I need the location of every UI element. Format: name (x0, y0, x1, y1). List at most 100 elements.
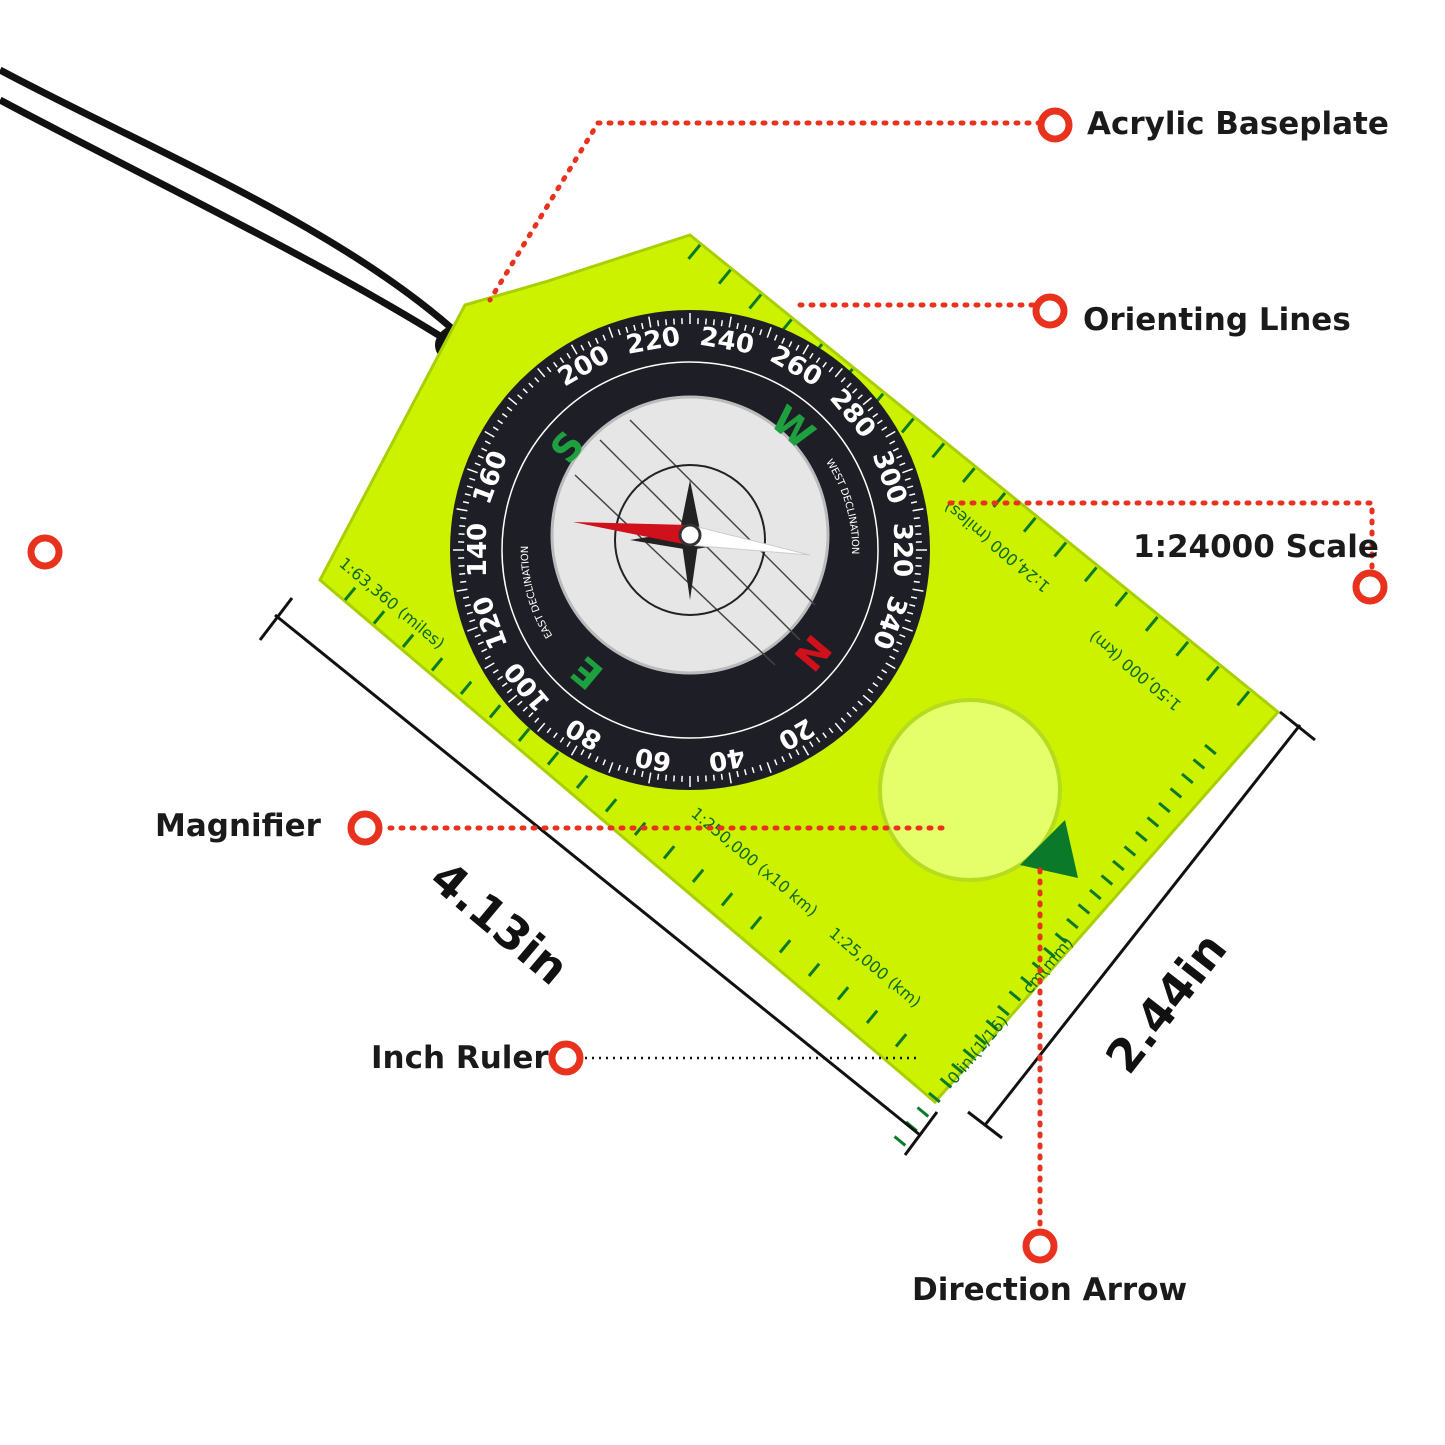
lanyard-cord (0, 66, 473, 348)
scale-tick (430, 657, 444, 672)
bezel-tick (602, 759, 607, 766)
bezel-tick (907, 485, 914, 489)
bezel-tick (559, 736, 565, 743)
bezel-tick (876, 675, 883, 681)
scale-tick (748, 293, 763, 310)
bezel-tick (889, 440, 896, 445)
bezel-tick (907, 611, 914, 615)
bezel-tick (580, 749, 585, 756)
bezel-tick (665, 319, 668, 326)
lanyard-cord (0, 96, 472, 358)
scale-tick (1100, 874, 1114, 886)
label-direction-arrow: Direction Arrow (912, 1272, 1188, 1308)
bezel-tick (648, 316, 652, 328)
label-inch-ruler: Inch Ruler (371, 1040, 549, 1076)
scale-ticks (343, 244, 1251, 1147)
bezel-tick (910, 501, 918, 504)
bezel-tick (507, 694, 518, 703)
bezel-tick (484, 430, 495, 438)
bezel-tick (492, 426, 499, 431)
bezel-tick (728, 316, 732, 328)
bezel-tick (896, 641, 903, 646)
label-magnifier: Magnifier (155, 808, 321, 844)
bezel-tick (617, 764, 621, 771)
bezel-tick (559, 357, 565, 364)
bezel-tick (876, 419, 883, 425)
bezel-tick (885, 662, 896, 670)
bezel-tick (467, 626, 478, 632)
scale-tick (1135, 830, 1148, 843)
bezel-tick (467, 468, 478, 474)
scale-tick (604, 798, 618, 813)
bezel-ticks (453, 313, 927, 787)
scale-tick (1175, 640, 1190, 657)
scale-tick (662, 845, 676, 860)
bezel-tick (872, 413, 879, 418)
bezel-tick (469, 619, 476, 623)
scale-tick (1020, 975, 1033, 988)
bezel-tick (914, 525, 921, 528)
bezel-tick (546, 727, 552, 734)
scale-tick (1077, 903, 1091, 915)
scale-tick (401, 633, 415, 648)
bezel-tick (459, 525, 466, 528)
bezel-tick (802, 745, 810, 756)
bezel-tick (802, 344, 810, 355)
bezel-tick (766, 327, 772, 338)
bezel-tick (846, 382, 852, 388)
scale-tick (488, 704, 502, 719)
bezel-tick (484, 662, 495, 670)
scale-tick (1192, 758, 1206, 770)
bezel-tick (522, 388, 528, 394)
scale-tick (1204, 743, 1217, 756)
bezel-tick (788, 752, 793, 759)
scale-tick (1053, 541, 1068, 558)
scale-tick (1083, 566, 1098, 583)
bezel-tick (492, 669, 499, 674)
scale-tick (916, 1106, 930, 1118)
scale-tick (1089, 888, 1102, 901)
bezel-tick (570, 745, 578, 756)
scale-tick (939, 1077, 953, 1089)
bezel-tick (580, 344, 585, 351)
bezel-tick (464, 603, 471, 607)
bezel-tick (759, 329, 763, 336)
bezel-tick (462, 596, 470, 599)
bezel-tick (474, 462, 481, 467)
bezel-tick (828, 366, 834, 373)
bezel-tick (501, 413, 508, 418)
bezel-tick (528, 382, 534, 388)
bezel-tick (553, 361, 558, 368)
bezel-tick (587, 341, 592, 348)
scale-tick (900, 417, 915, 434)
scale-tick (1144, 616, 1159, 632)
bezel-tick (459, 572, 466, 575)
bezel-tick (712, 319, 715, 326)
bezel-tick (872, 682, 879, 687)
scale-tick (1146, 816, 1160, 828)
bezel-tick (506, 688, 513, 694)
bezel-tick (617, 329, 621, 336)
scale-tick (633, 821, 647, 836)
label-scale: 1:24000 Scale (1133, 529, 1379, 565)
bezel-tick (460, 580, 467, 584)
bezel-tick (892, 648, 899, 653)
bezel-tick (474, 633, 481, 638)
bezel-tick (914, 572, 921, 575)
bezel-tick (641, 322, 644, 330)
bezel-tick (840, 717, 846, 723)
bezel-tick (570, 344, 578, 355)
bezel-tick (553, 732, 558, 739)
bezel-tick (665, 774, 668, 781)
bezel-tick (751, 767, 755, 774)
bezel-tick (846, 712, 852, 718)
bezel-tick (507, 397, 518, 406)
scale-tick (928, 1091, 941, 1104)
bezel-tick (867, 406, 874, 412)
bezel-tick (537, 722, 546, 733)
bezel-tick (781, 756, 786, 763)
scale-tick (807, 962, 821, 977)
bezel-tick (466, 485, 473, 489)
bezel-tick (648, 772, 652, 784)
bezel-tick (899, 462, 906, 467)
